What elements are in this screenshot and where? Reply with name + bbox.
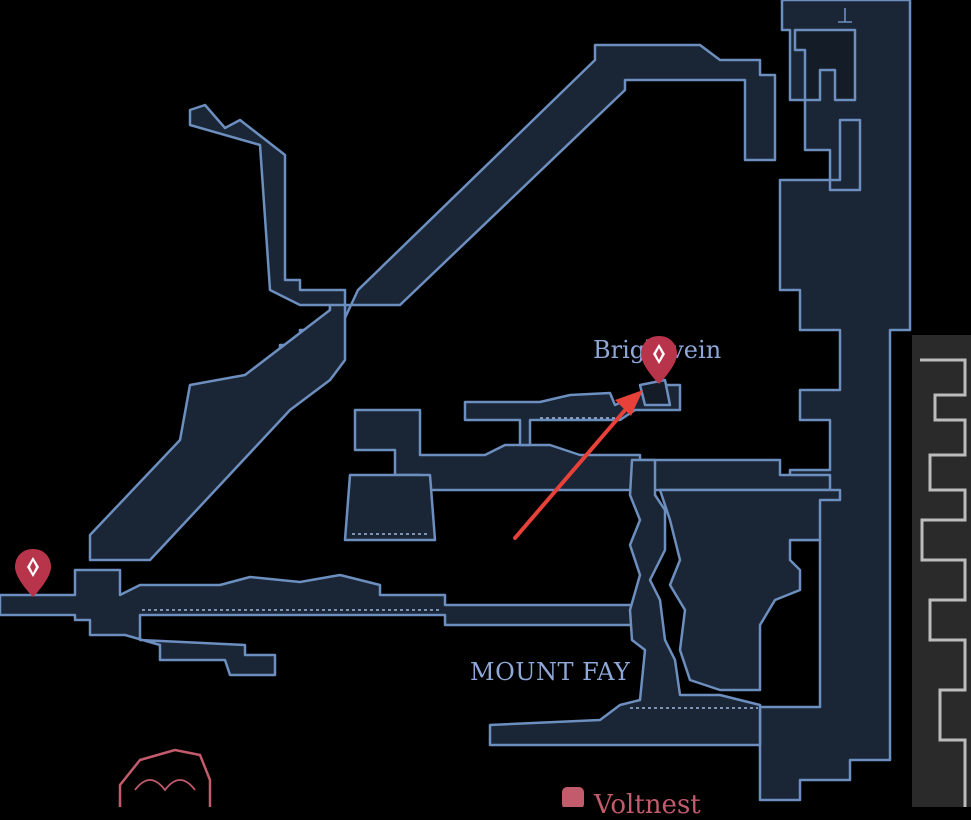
map-room-northeast-chamber <box>793 28 857 102</box>
map-room-north-diagonal <box>188 43 777 382</box>
map-room-east-link <box>658 488 842 692</box>
map-room-lower-corridor <box>0 568 642 677</box>
map-room-pit <box>343 473 437 542</box>
red-arrow-annotation <box>513 390 643 540</box>
map-structure-southwest <box>118 748 212 807</box>
map-room-west-diagonal <box>88 303 347 562</box>
adjacent-region-label: Voltnest <box>594 790 701 820</box>
region-label: MOUNT FAY <box>470 658 631 686</box>
map-room-south-shaft <box>488 458 762 747</box>
map-room-east-shaft <box>758 0 912 802</box>
map-pin-marker-west[interactable] <box>13 547 53 599</box>
map-pin-marker-brightvein[interactable] <box>639 334 679 386</box>
voltnest-emblem-icon <box>562 787 584 807</box>
adjacent-area-grey <box>912 335 971 807</box>
